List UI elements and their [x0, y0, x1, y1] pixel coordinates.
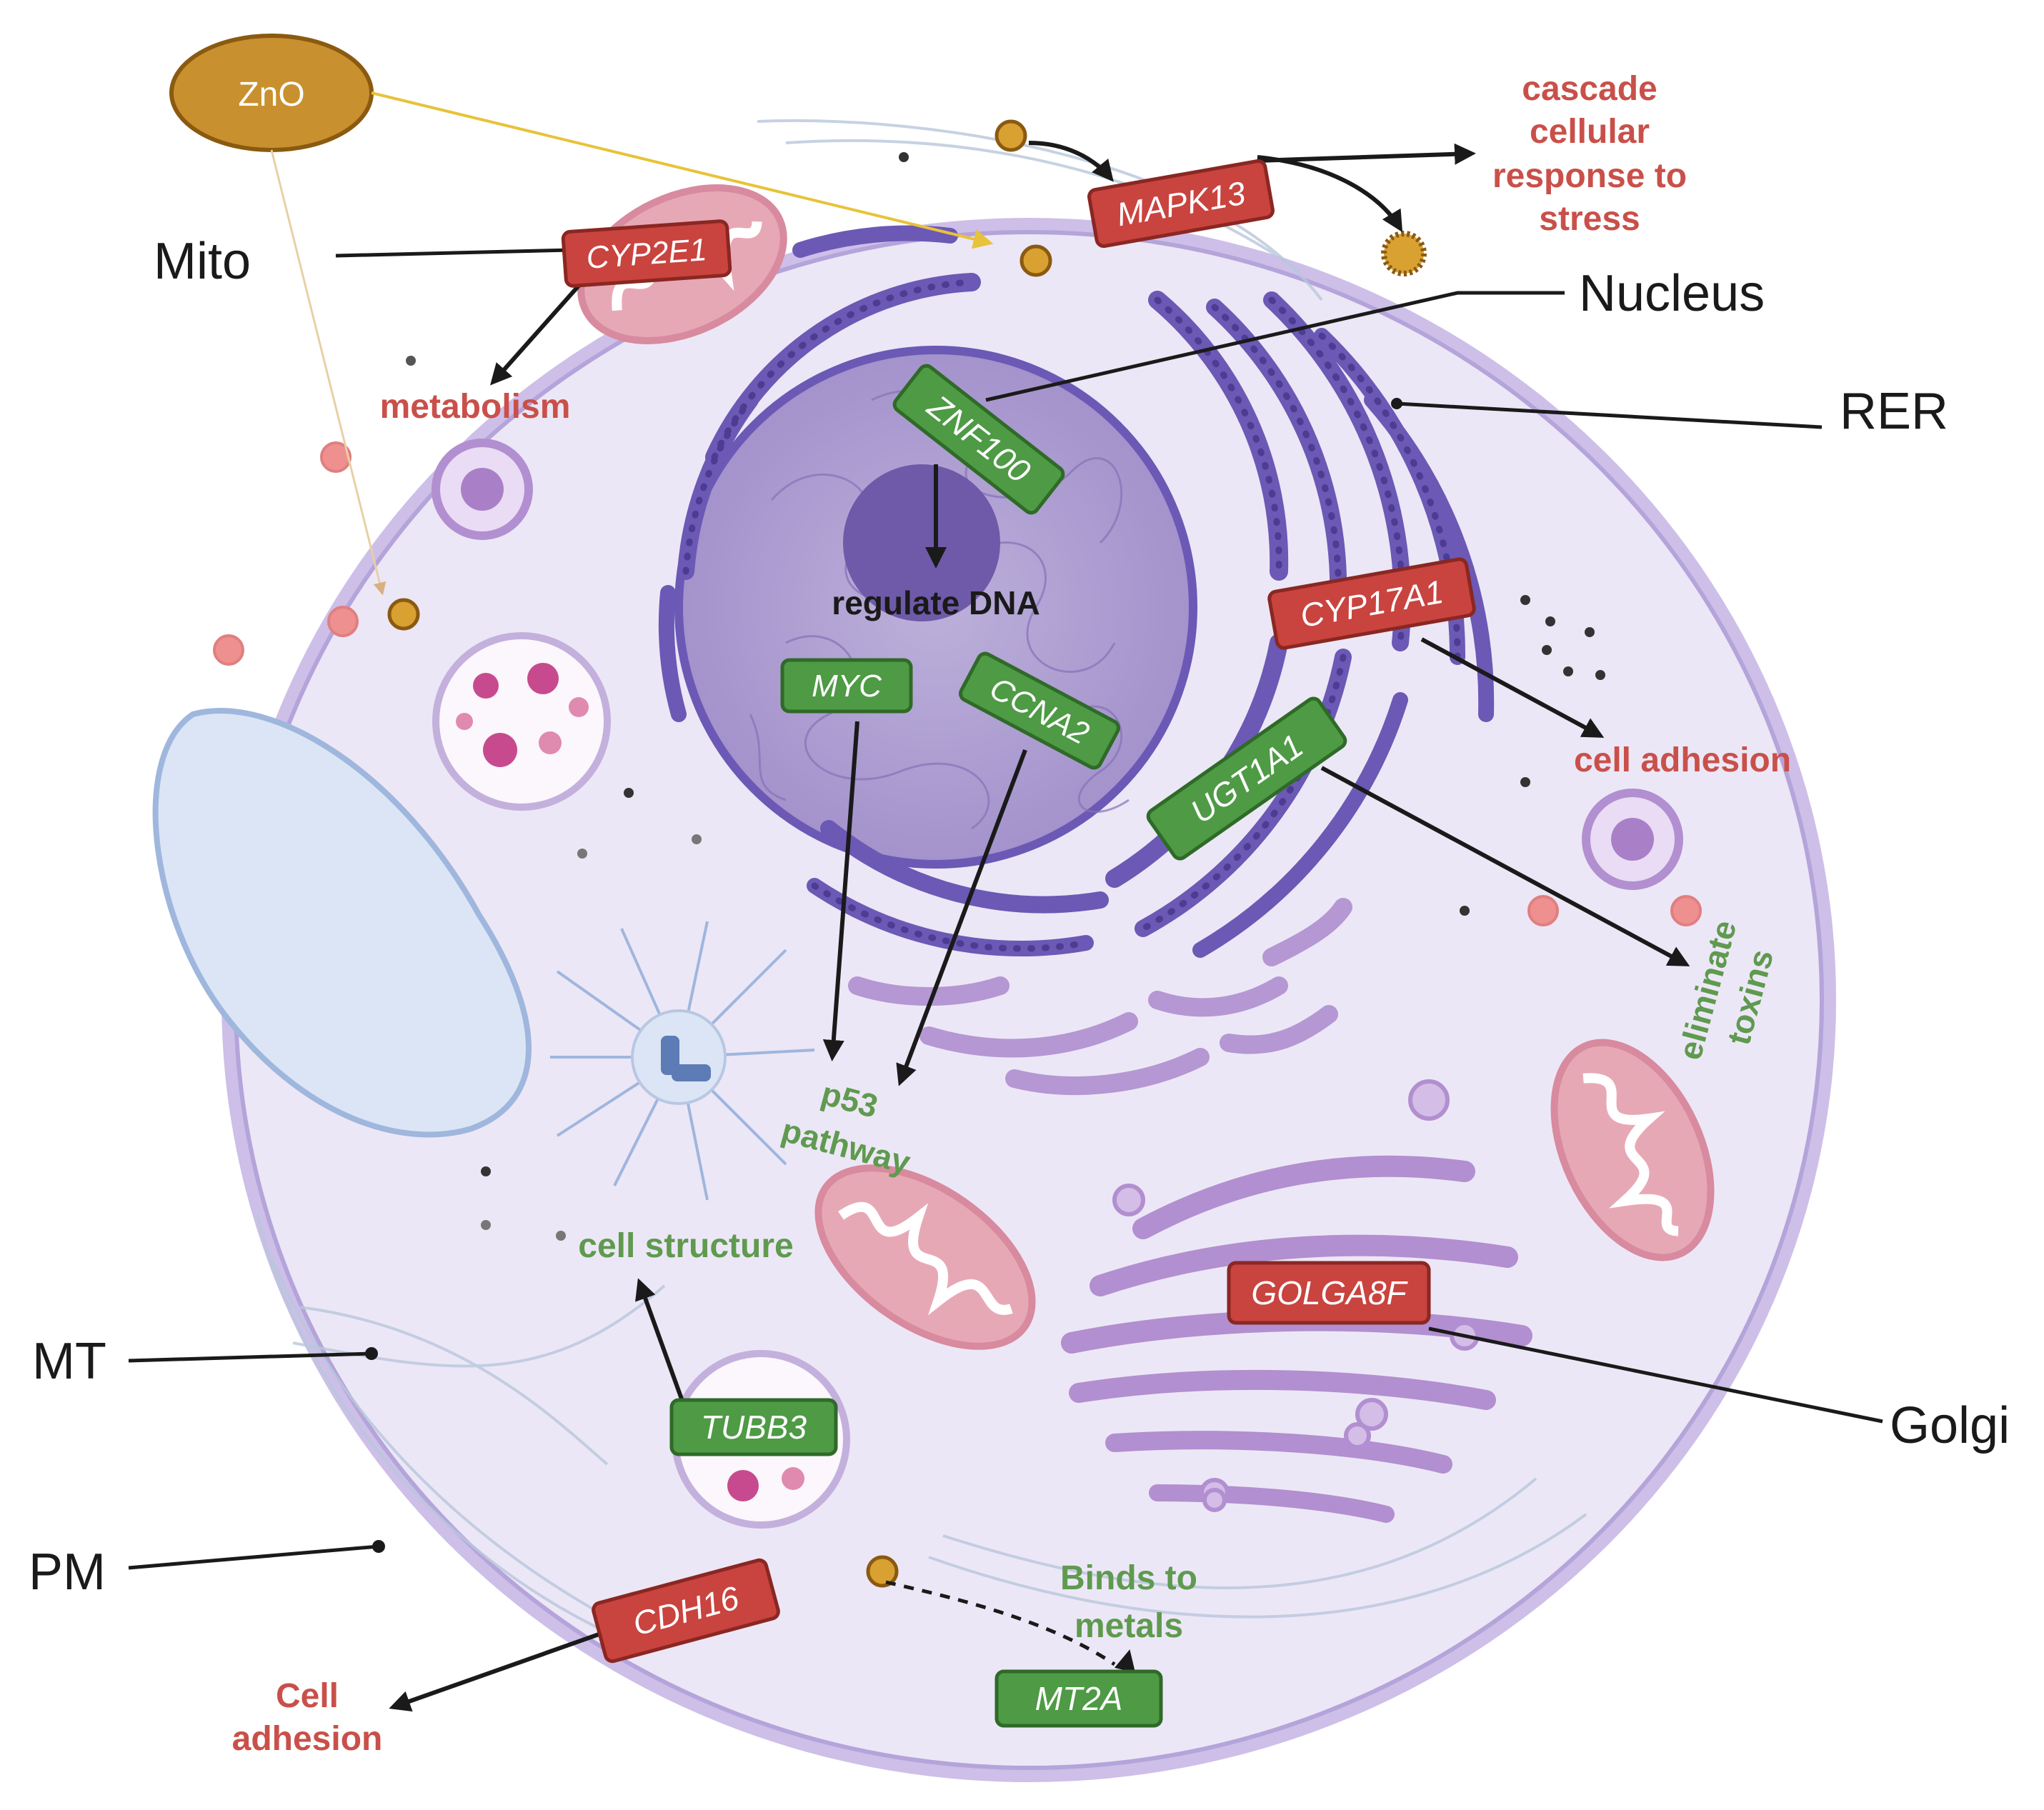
label-pointers	[128, 248, 1883, 1570]
gene-cyp17a1: CYP17A1	[1267, 557, 1476, 650]
cascade-line-2: cellular	[1530, 113, 1650, 151]
nucleolus	[843, 464, 1000, 621]
label-mt: MT	[32, 1333, 106, 1390]
gene-mt2a-label: MT2A	[1035, 1680, 1123, 1717]
vesicle-left	[432, 632, 611, 811]
gene-mapk13: MAPK13	[1087, 159, 1275, 249]
cascade-line-3: response to	[1492, 157, 1687, 195]
function-regulate-dna: regulate DNA	[832, 584, 1040, 621]
zno-arrow-cell	[371, 91, 994, 249]
smooth-er	[848, 898, 1352, 1095]
centrosome	[550, 921, 815, 1201]
vacuole	[152, 708, 532, 1138]
zno-label: ZnO	[238, 76, 304, 114]
gene-golga8f-label: GOLGA8F	[1251, 1274, 1408, 1311]
spiked-particle	[1381, 231, 1427, 276]
adhesion-left-line-2: adhesion	[232, 1720, 383, 1758]
gene-mt2a: MT2A	[994, 1669, 1163, 1728]
lysosome-right	[1582, 789, 1683, 890]
mitochondrion-bottom	[814, 1164, 1036, 1350]
function-binds-metals: Binds to metals	[1060, 1559, 1197, 1645]
label-rer: RER	[1840, 383, 1948, 440]
zno-arrow-down	[270, 149, 387, 596]
function-metabolism: metabolism	[380, 388, 571, 426]
cascade-line-4: stress	[1539, 200, 1640, 238]
binds-line-2: metals	[1075, 1607, 1183, 1645]
gene-myc: MYC	[780, 658, 913, 714]
label-golgi: Golgi	[1890, 1397, 2010, 1454]
mitochondrion-right	[1550, 1039, 1715, 1261]
function-cell-adhesion-right: cell adhesion	[1574, 741, 1791, 779]
zno-nanoparticle: ZnO	[169, 34, 374, 152]
gene-tubb3: TUBB3	[669, 1398, 838, 1456]
label-mito: Mito	[154, 233, 251, 290]
gene-myc-label: MYC	[812, 669, 882, 704]
cytoskeleton-fibres	[256, 119, 1587, 1637]
adhesion-left-line-1: Cell	[276, 1677, 339, 1715]
golgi-vesicles	[1112, 1079, 1480, 1512]
label-pm: PM	[29, 1544, 106, 1601]
function-cascade: cascade cellular response to stress	[1492, 70, 1687, 238]
particles	[213, 119, 1702, 1588]
golgi-apparatus	[1061, 1155, 1532, 1523]
function-cell-adhesion-left: Cell adhesion	[232, 1677, 383, 1758]
cascade-line-1: cascade	[1522, 70, 1657, 108]
function-cell-structure: cell structure	[578, 1227, 793, 1265]
binds-line-1: Binds to	[1060, 1559, 1197, 1597]
label-nucleus: Nucleus	[1579, 265, 1765, 322]
gene-cyp2e1: CYP2E1	[561, 219, 732, 288]
pointer-dots	[365, 398, 1402, 1553]
mt2a-dashed-arrow	[885, 1580, 1116, 1666]
gene-cdh16: CDH16	[592, 1558, 780, 1664]
organelle-labels: Mito Nucleus RER MT PM Golgi	[29, 233, 2010, 1601]
lysosome-top-left	[432, 439, 533, 540]
gene-tubb3-label: TUBB3	[701, 1409, 807, 1446]
gene-golga8f: GOLGA8F	[1227, 1261, 1431, 1325]
gene-ccna2: CCNA2	[958, 651, 1121, 770]
gene-cyp2e1-label: CYP2E1	[585, 232, 708, 276]
